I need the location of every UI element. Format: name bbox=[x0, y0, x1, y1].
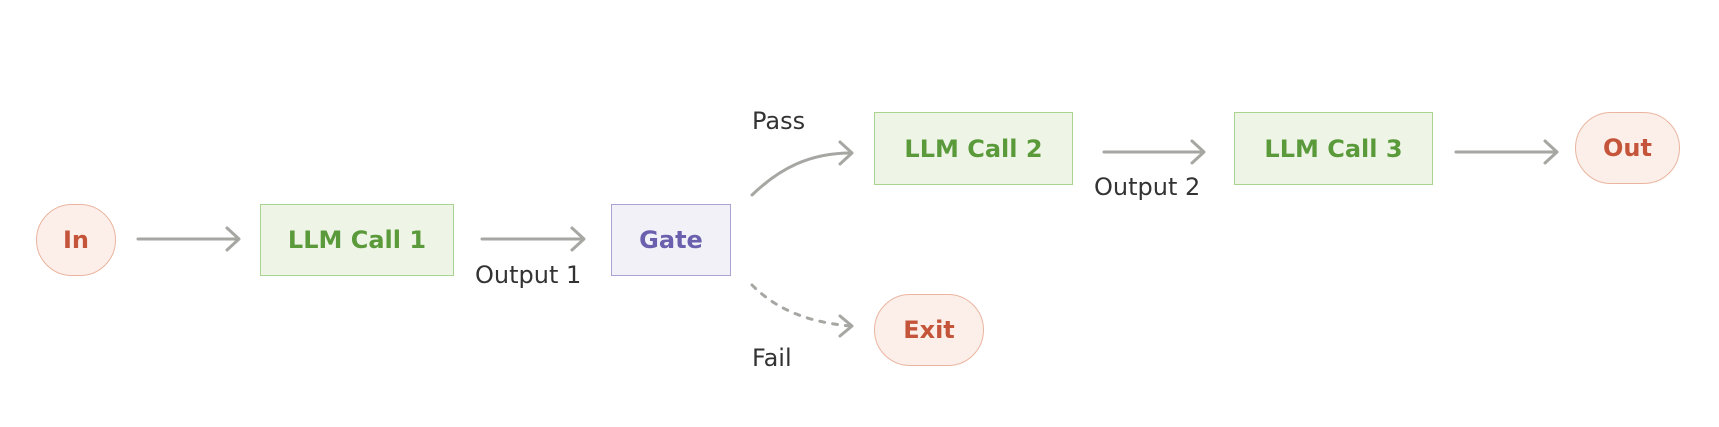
llm-call-2-node: LLM Call 2 bbox=[874, 112, 1073, 185]
output-node: Out bbox=[1575, 112, 1680, 184]
edge-label-fail: Fail bbox=[752, 344, 792, 372]
arrow-gate-to-exit-fail bbox=[750, 283, 854, 338]
llm-call-3-node: LLM Call 3 bbox=[1234, 112, 1433, 185]
arrow-llm-call-3-to-out bbox=[1454, 139, 1559, 165]
edge-label-output-2: Output 2 bbox=[1094, 173, 1201, 201]
arrow-llm-call-2-to-llm-call-3 bbox=[1102, 139, 1206, 165]
gate-node: Gate bbox=[611, 204, 731, 276]
arrow-in-to-llm-call-1 bbox=[136, 226, 241, 252]
arrow-gate-to-llm-call-2-pass bbox=[750, 140, 854, 197]
input-node: In bbox=[36, 204, 116, 276]
llm-call-1-node: LLM Call 1 bbox=[260, 204, 454, 276]
exit-node: Exit bbox=[874, 294, 984, 366]
edge-label-pass: Pass bbox=[752, 107, 806, 135]
edge-label-output-1: Output 1 bbox=[475, 261, 582, 289]
arrow-llm-call-1-to-gate bbox=[480, 226, 586, 252]
